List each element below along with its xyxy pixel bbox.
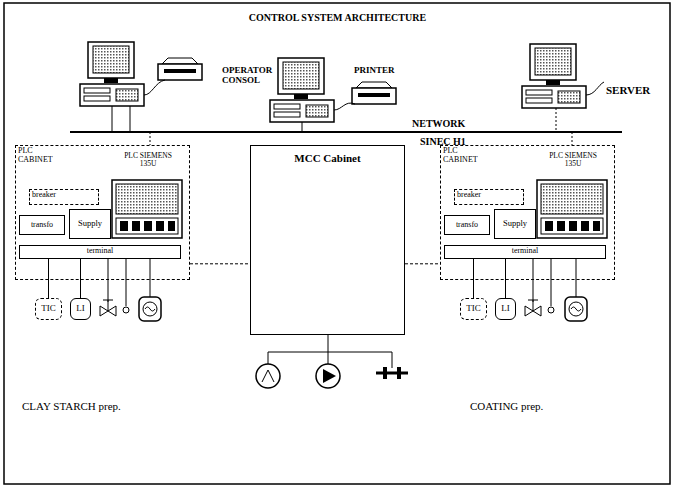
breaker-box: breaker	[29, 189, 99, 205]
node-text: LI	[76, 304, 85, 314]
breaker-box: breaker	[454, 189, 524, 205]
node-text: terminal	[447, 247, 603, 256]
terminal-strip: terminal	[444, 245, 606, 259]
node-text: LI	[501, 304, 510, 314]
diagram-title: CONTROL SYSTEM ARCHITECTURE	[0, 12, 675, 23]
node-text: PLC CABINET	[18, 147, 66, 165]
mcc-cabinet: MCC Cabinet	[250, 145, 405, 335]
node-text: TIC	[466, 304, 481, 314]
transfo-box: transfo	[19, 215, 65, 235]
node-text: PLC SIEMENS 135U	[540, 152, 606, 169]
terminal-strip: terminal	[19, 245, 181, 259]
node-text: terminal	[22, 247, 178, 256]
node-text: breaker	[32, 191, 96, 200]
node-text: PLC CABINET	[443, 147, 491, 165]
network-label: NETWORK	[412, 118, 465, 129]
node-text: PLC SIEMENS 135U	[115, 152, 181, 169]
supply-box: Supply	[69, 209, 111, 239]
instrument-tic: TIC	[35, 298, 62, 320]
instrument-tic: TIC	[460, 298, 487, 320]
supply-box: Supply	[494, 209, 536, 239]
plc-unit: PLC SIEMENS 135U	[534, 151, 612, 179]
node-text: TIC	[41, 304, 56, 314]
connector	[48, 259, 49, 298]
node-text: Supply	[503, 219, 527, 228]
node-text: Supply	[78, 219, 102, 228]
network-name: SINEC H1	[420, 136, 466, 147]
area-label: COATING prep.	[470, 400, 543, 412]
connector	[473, 259, 474, 298]
connector	[405, 263, 440, 264]
connector	[80, 259, 81, 298]
plc-unit: PLC SIEMENS 135U	[109, 151, 187, 179]
server-label: SERVER	[606, 84, 650, 96]
node-text: MCC Cabinet	[253, 152, 402, 164]
plc-cabinet: PLC CABINET PLC SIEMENS 135U breaker transf…	[15, 145, 190, 280]
area-label: CLAY STARCH prep.	[22, 400, 121, 412]
node-text: transfo	[456, 221, 478, 230]
instrument-li: LI	[495, 298, 516, 320]
operator-label: OPERATOR CONSOL	[222, 66, 284, 86]
node-text: breaker	[457, 191, 521, 200]
printer-label: PRINTER	[354, 66, 395, 76]
plc-cabinet: PLC CABINET PLC SIEMENS 135U breaker transf…	[440, 145, 615, 280]
instrument-li: LI	[70, 298, 91, 320]
transfo-box: transfo	[444, 215, 490, 235]
node-text: transfo	[31, 221, 53, 230]
connector	[190, 263, 250, 264]
connector	[505, 259, 506, 298]
